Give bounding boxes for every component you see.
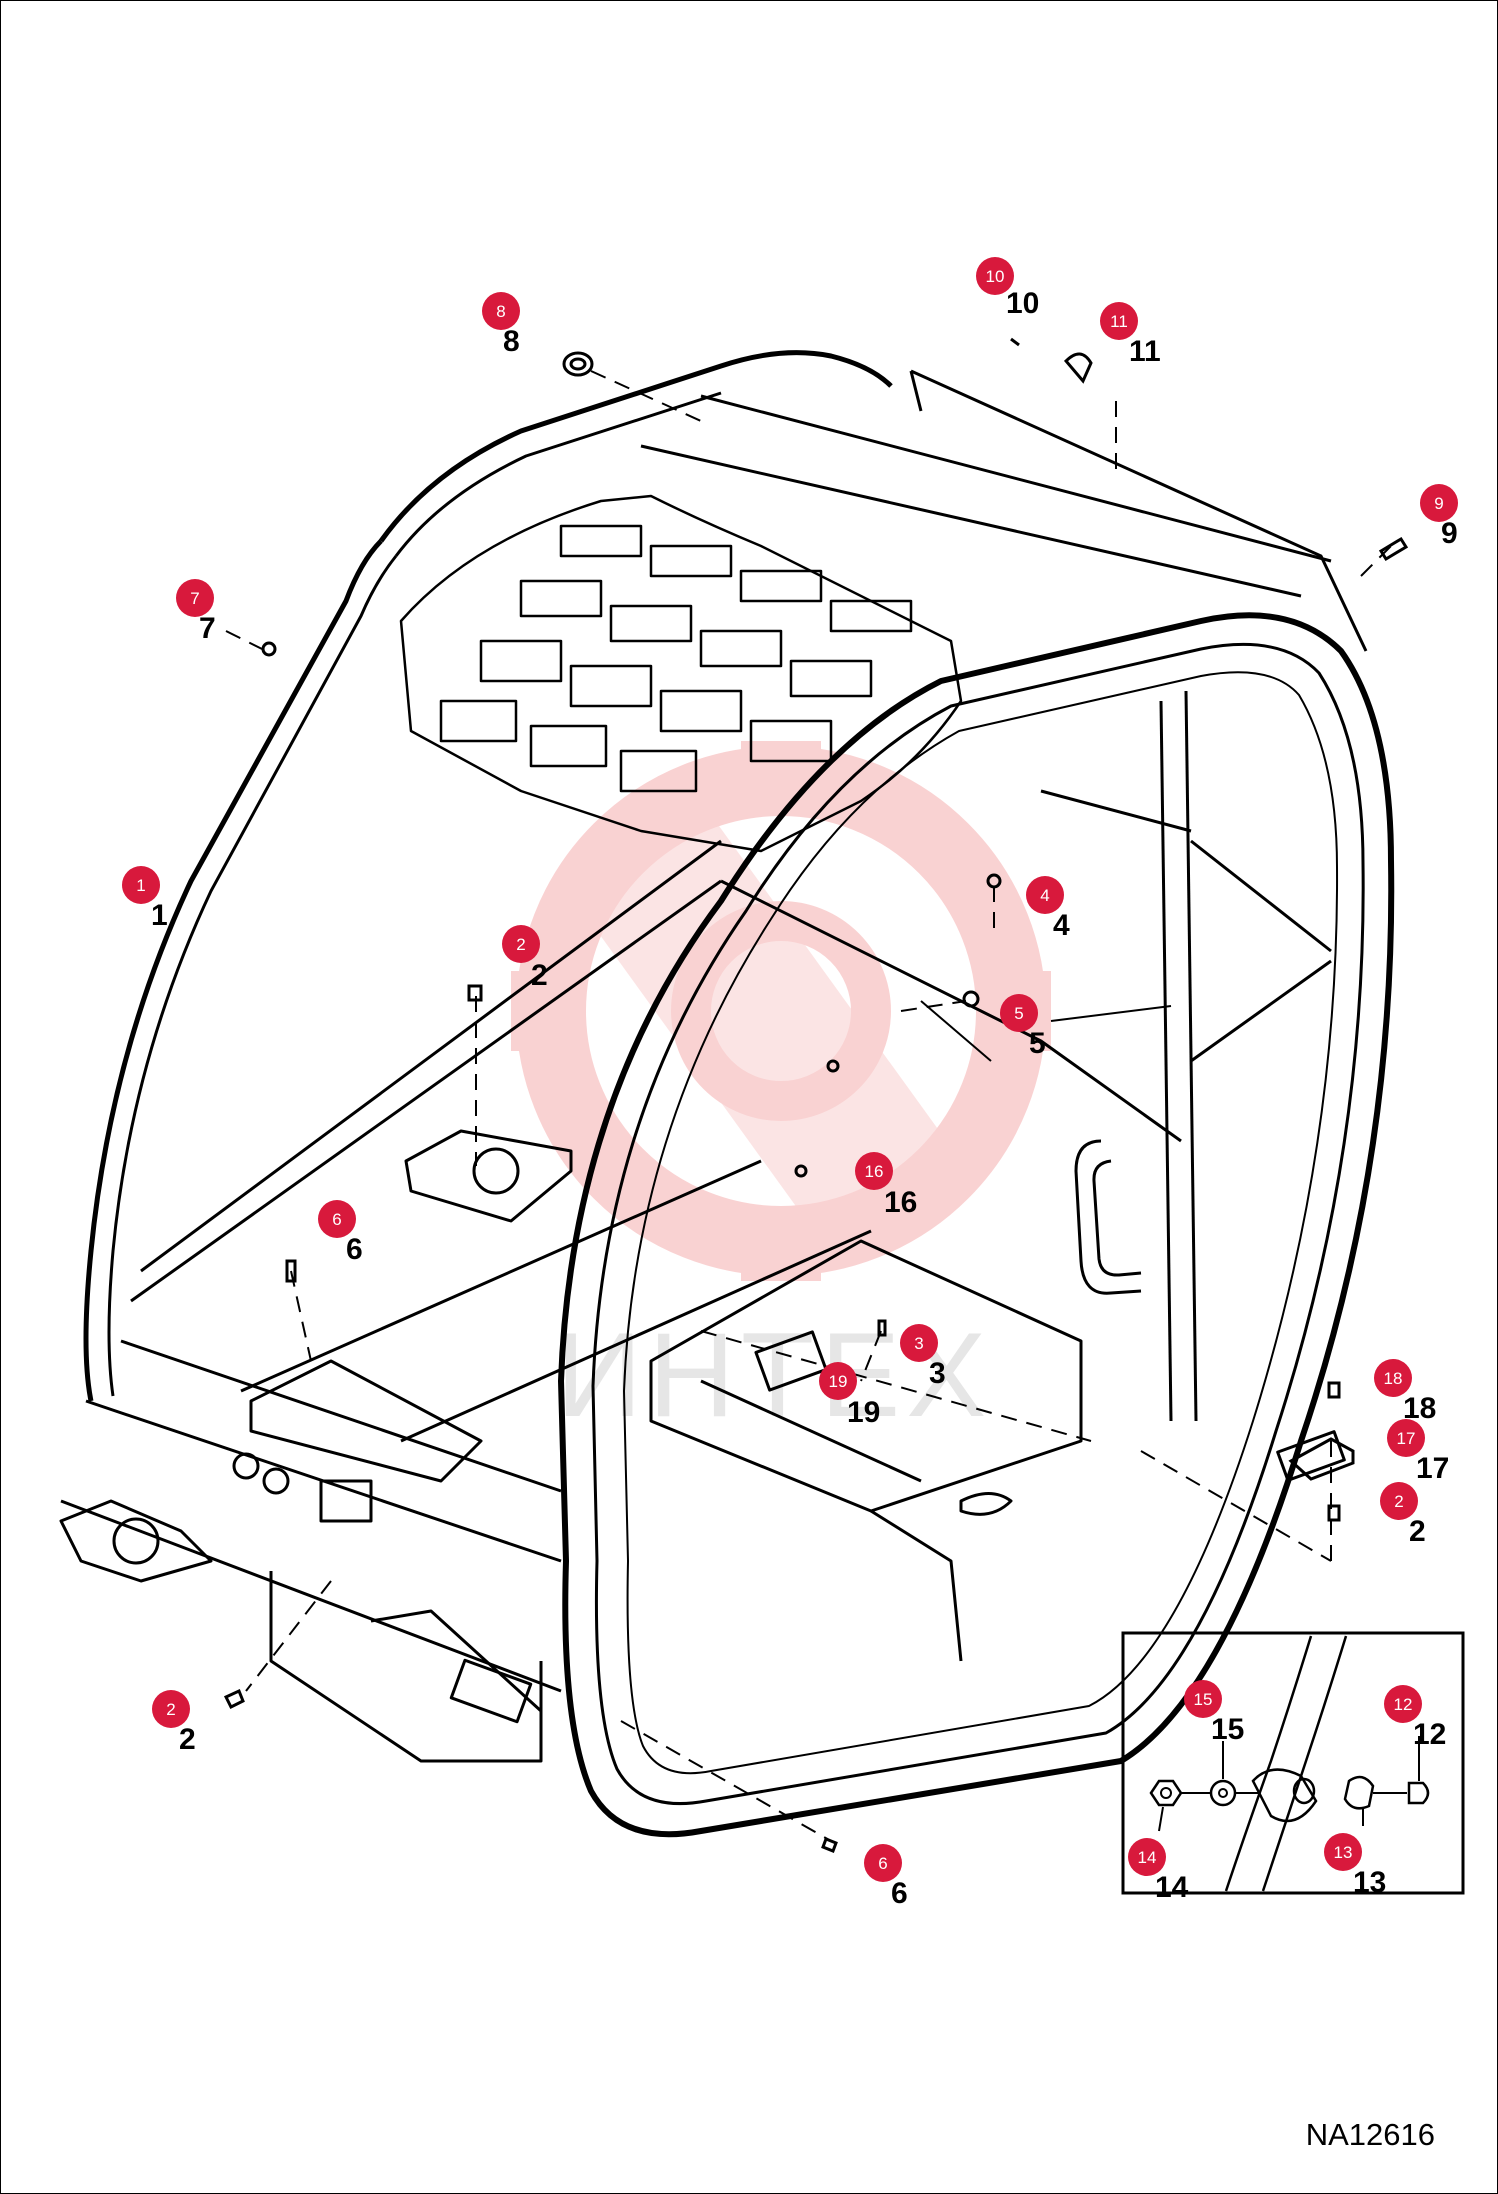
- part-15-washer: [1209, 1779, 1237, 1807]
- callout-badge-10[interactable]: [976, 257, 1014, 295]
- callout-label-14: 14: [1155, 1871, 1189, 1904]
- callout-badge-8[interactable]: [482, 292, 520, 330]
- callout-badge-number: 2: [1394, 1492, 1403, 1511]
- part-3-screw: [877, 1319, 887, 1337]
- callout-badge-number: 3: [914, 1334, 923, 1353]
- callout-badge-3[interactable]: [900, 1324, 938, 1362]
- part-2-bolt-upper: [467, 984, 483, 1002]
- callout-badge-2[interactable]: [152, 1690, 190, 1728]
- callout-label-18: 18: [1403, 1392, 1436, 1425]
- callout-badge-number: 13: [1334, 1843, 1353, 1862]
- callout-badge-number: 12: [1394, 1695, 1413, 1714]
- part-2-bolt-right: [1327, 1504, 1341, 1522]
- callout-badge-6[interactable]: [864, 1844, 902, 1882]
- callout-badge-number: 7: [190, 589, 199, 608]
- callout-label-6: 6: [891, 1877, 908, 1910]
- part-16-rivet-b: [794, 1164, 808, 1178]
- part-10-screw: [1010, 337, 1020, 347]
- part-9-bolt: [1378, 536, 1409, 562]
- callout-badge-number: 19: [829, 1372, 848, 1391]
- part-13-clip: [1343, 1775, 1375, 1810]
- part-5-nut: [962, 990, 980, 1008]
- callout-label-12: 12: [1413, 1718, 1446, 1751]
- callout-badge-17[interactable]: [1387, 1419, 1425, 1457]
- part-12-bolt: [1407, 1781, 1430, 1805]
- callout-badge-18[interactable]: [1374, 1359, 1412, 1397]
- callout-label-4: 4: [1053, 909, 1070, 942]
- part-4-nut: [986, 873, 1002, 889]
- callout-badge-number: 2: [166, 1700, 175, 1719]
- callout-badge-6[interactable]: [318, 1200, 356, 1238]
- callout-badge-12[interactable]: [1384, 1685, 1422, 1723]
- callout-badge-5[interactable]: [1000, 994, 1038, 1032]
- leader-lines: [225, 370, 1392, 1842]
- callout-label-5: 5: [1029, 1027, 1046, 1060]
- part-11-clip: [1063, 352, 1093, 384]
- callout-badge-number: 17: [1397, 1429, 1416, 1448]
- callout-label-13: 13: [1353, 1866, 1386, 1899]
- callout-badge-19[interactable]: [819, 1362, 857, 1400]
- callout-badge-number: 4: [1040, 886, 1049, 905]
- hardware-parts: [223, 337, 1409, 1853]
- part-6-bolt-upper: [285, 1259, 297, 1283]
- callout-label-9: 9: [1441, 517, 1458, 550]
- part-8-grommet: [562, 351, 594, 377]
- callout-label-15: 15: [1211, 1713, 1244, 1746]
- callout-badge-number: 1: [136, 876, 145, 895]
- part-6-bolt-lower: [821, 1837, 838, 1853]
- callout-badge-number: 11: [1110, 312, 1128, 331]
- callout-label-17: 17: [1416, 1452, 1449, 1485]
- callout-label-3: 3: [929, 1357, 946, 1390]
- callout-label-19: 19: [847, 1396, 880, 1429]
- callout-badge-number: 6: [878, 1854, 887, 1873]
- callout-label-10: 10: [1006, 287, 1039, 320]
- callout-badge-15[interactable]: [1184, 1680, 1222, 1718]
- callout-badge-number: 8: [496, 302, 505, 321]
- callout-badge-number: 18: [1384, 1369, 1403, 1388]
- part-7-nut: [261, 641, 277, 657]
- callout-badge-1[interactable]: [122, 866, 160, 904]
- callout-badge-14[interactable]: [1128, 1838, 1166, 1876]
- callout-label-16: 16: [884, 1186, 917, 1219]
- callout-label-6: 6: [346, 1233, 363, 1266]
- callout-badge-number: 16: [865, 1162, 884, 1181]
- callout-badge-number: 10: [986, 267, 1005, 286]
- callout-label-2: 2: [179, 1723, 196, 1756]
- callout-badge-2[interactable]: [1380, 1482, 1418, 1520]
- part-18-screw: [1327, 1381, 1341, 1399]
- part-2-bolt-lower: [223, 1688, 245, 1710]
- callout-label-11: 11: [1129, 335, 1161, 368]
- callout-badge-number: 15: [1194, 1690, 1213, 1709]
- drawing-id: NA12616: [1305, 2117, 1435, 2152]
- part-17-plate: [1288, 1437, 1355, 1481]
- callouts: 1122222233445566667788991010111112121313…: [122, 257, 1458, 1910]
- callout-label-1: 1: [151, 899, 168, 932]
- callout-badge-4[interactable]: [1026, 876, 1064, 914]
- watermark-logo: [511, 741, 1051, 1281]
- part-16-rivet-a: [826, 1059, 840, 1073]
- callout-badge-11[interactable]: [1100, 302, 1138, 340]
- callout-badge-13[interactable]: [1324, 1833, 1362, 1871]
- callout-label-2: 2: [1409, 1515, 1426, 1548]
- callout-badge-2[interactable]: [502, 925, 540, 963]
- callout-badge-7[interactable]: [176, 579, 214, 617]
- callout-badge-number: 14: [1138, 1848, 1157, 1867]
- callout-label-2: 2: [531, 959, 548, 992]
- callout-badge-number: 9: [1434, 494, 1443, 513]
- callout-badge-number: 5: [1014, 1004, 1023, 1023]
- callout-label-8: 8: [503, 325, 520, 358]
- callout-label-7: 7: [199, 612, 216, 645]
- callout-badge-9[interactable]: [1420, 484, 1458, 522]
- detail-inset: [1121, 1631, 1465, 1895]
- callout-badge-number: 2: [516, 935, 525, 954]
- part-14-hex-nut: [1149, 1779, 1183, 1807]
- callout-badge-16[interactable]: [855, 1152, 893, 1190]
- cab-frame: [59, 350, 1395, 1838]
- callout-badge-number: 6: [332, 1210, 341, 1229]
